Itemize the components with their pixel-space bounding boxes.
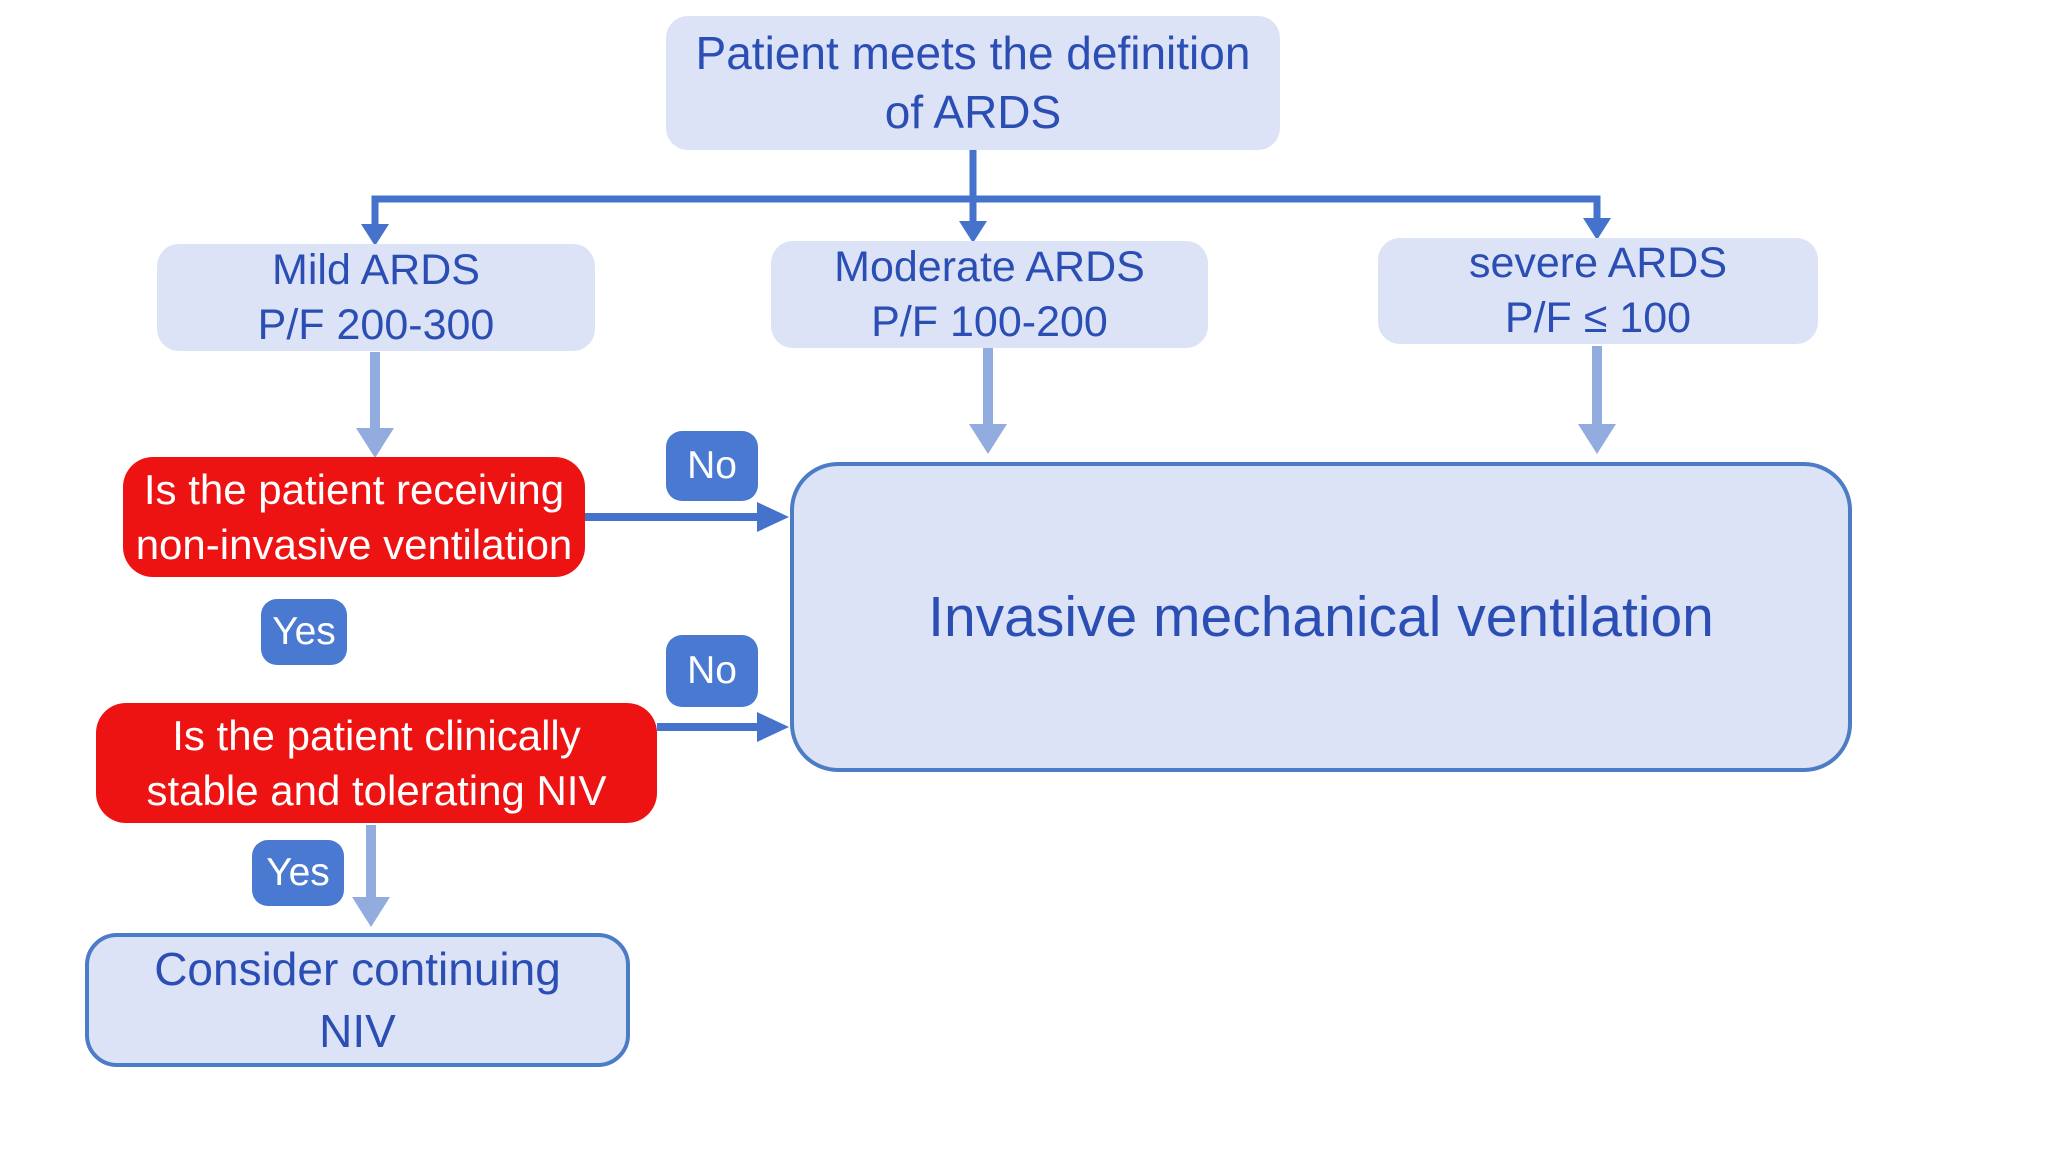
node-root-line1: Patient meets the definition (695, 27, 1251, 79)
node-moderate-ards: Moderate ARDS P/F 100-200 (771, 241, 1208, 348)
consider-line1: Consider continuing (154, 943, 561, 995)
node-moderate-line1: Moderate ARDS (834, 242, 1145, 291)
node-mild-line1: Mild ARDS (272, 245, 480, 294)
question2-line1: Is the patient clinically (172, 712, 581, 759)
node-invasive-ventilation: Invasive mechanical ventilation (790, 462, 1852, 772)
edge-label-yes2: Yes (252, 840, 344, 906)
edge-label-no1: No (666, 431, 758, 501)
node-severe-line1: severe ARDS (1468, 239, 1728, 287)
node-severe-ards: severe ARDS P/F ≤ 100 (1378, 238, 1818, 344)
edge-branch-rail (371, 195, 1601, 226)
arrowhead-to-mild (361, 224, 389, 246)
node-consider-continuing-niv: Consider continuing NIV (85, 933, 630, 1067)
node-root-line2: of ARDS (884, 86, 1062, 138)
arrowhead-no1-to-invasive (757, 502, 789, 532)
arrowhead-to-severe (1583, 218, 1611, 240)
arrowhead-to-moderate (959, 221, 987, 243)
node-severe-line2: P/F ≤ 100 (1504, 294, 1692, 342)
arrowhead-severe-to-invasive (1578, 424, 1616, 454)
node-mild-ards: Mild ARDS P/F 200-300 (157, 244, 595, 351)
node-question-receiving-niv: Is the patient receiving non-invasive ve… (123, 457, 585, 577)
consider-line2: NIV (319, 1005, 396, 1057)
arrowhead-question2-to-consider (352, 897, 390, 927)
node-moderate-line2: P/F 100-200 (871, 297, 1108, 346)
arrowhead-moderate-to-invasive (969, 424, 1007, 454)
edge-label-no2: No (666, 635, 758, 707)
node-question-tolerating-niv: Is the patient clinically stable and tol… (96, 703, 657, 823)
edge-label-yes1: Yes (261, 599, 347, 665)
node-mild-line2: P/F 200-300 (257, 300, 495, 349)
node-root-ards-definition: Patient meets the definition of ARDS (666, 16, 1280, 150)
question1-line1: Is the patient receiving (143, 466, 565, 513)
arrowhead-mild-to-question1 (356, 428, 394, 458)
invasive-label: Invasive mechanical ventilation (928, 585, 1714, 649)
question1-line2: non-invasive ventilation (135, 521, 573, 568)
question2-line2: stable and tolerating NIV (146, 767, 607, 814)
arrowhead-no2-to-invasive (757, 712, 789, 742)
